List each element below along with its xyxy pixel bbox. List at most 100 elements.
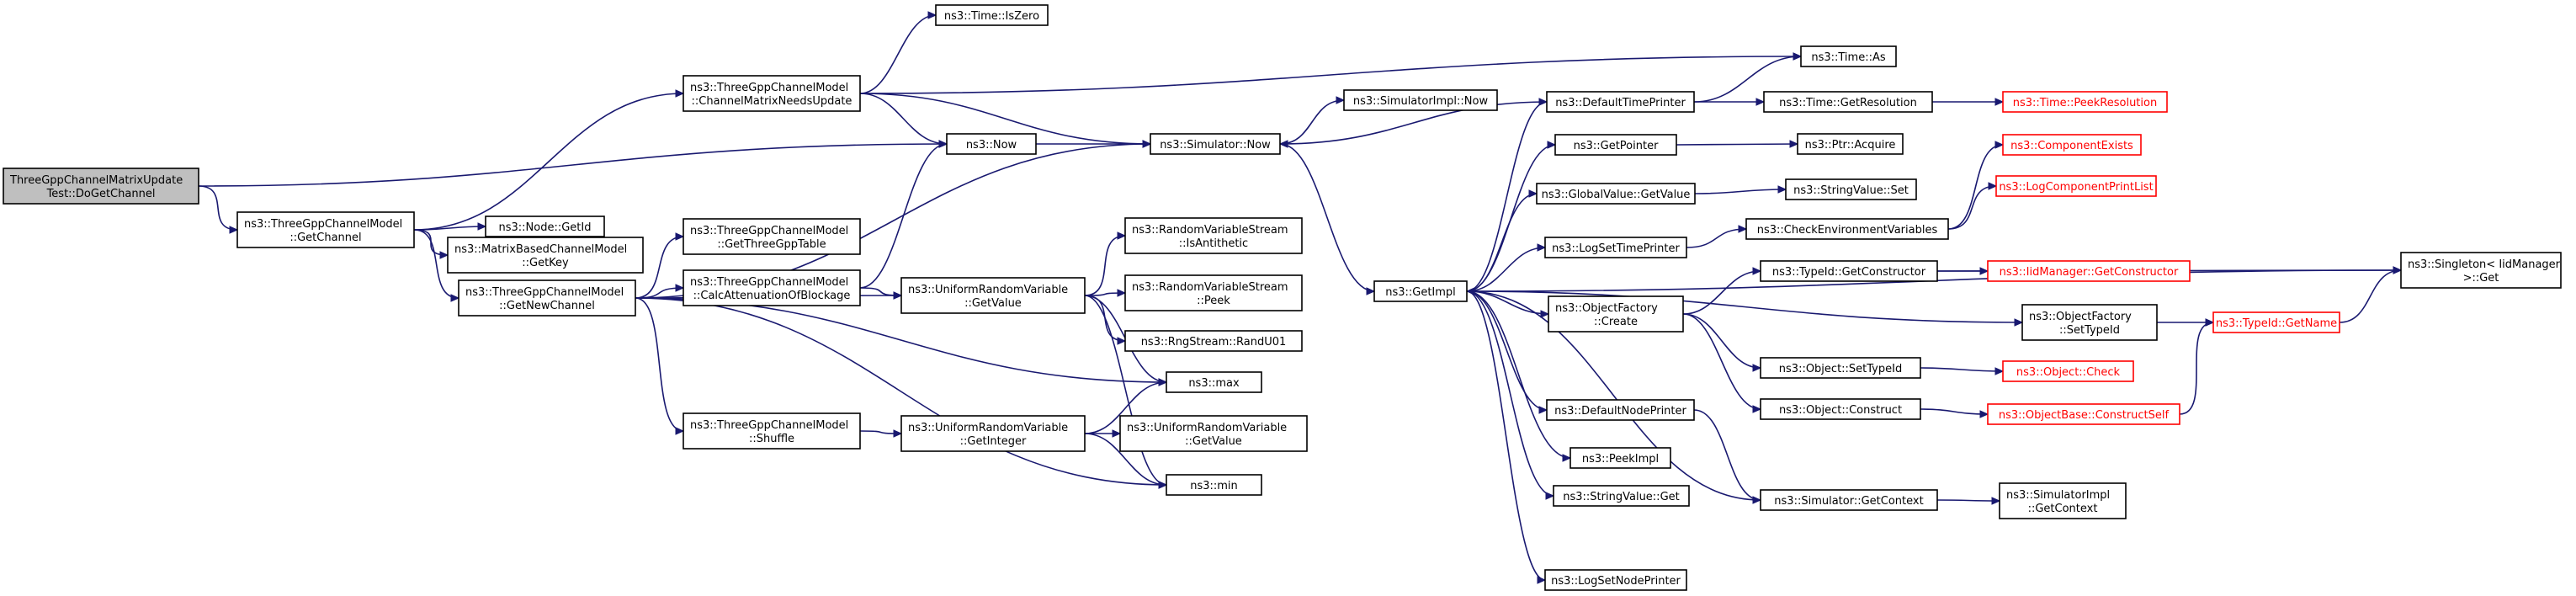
node-needsupdate[interactable]: ns3::ThreeGppChannelModel::ChannelMatrix… <box>683 75 861 112</box>
edge-simnow-to-getimpl <box>1279 143 1376 295</box>
node-label-logcomponentprintlist-0: ns3::LogComponentPrintList <box>1999 181 2153 194</box>
node-stringvalueget[interactable]: ns3::StringValue::Get <box>1553 485 1690 507</box>
node-objcheck[interactable]: ns3::Object::Check <box>2002 360 2134 382</box>
node-root[interactable]: ThreeGppChannelMatrixUpdateTest::DoGetCh… <box>3 168 199 205</box>
node-simimplnow[interactable]: ns3::SimulatorImpl::Now <box>1343 89 1498 111</box>
node-label-checkenv-0: ns3::CheckEnvironmentVariables <box>1757 224 1938 237</box>
node-peekresolution[interactable]: ns3::Time::PeekResolution <box>2002 91 2168 113</box>
node-getchannel[interactable]: ns3::ThreeGppChannelModel::GetChannel <box>236 211 415 248</box>
node-label-stringvalueget-0: ns3::StringValue::Get <box>1563 491 1679 503</box>
node-label-logsetnodeprinter-0: ns3::LogSetNodePrinter <box>1551 575 1681 588</box>
node-label-getnewchannel-0: ns3::ThreeGppChannelModel <box>465 286 624 299</box>
node-label-simimplgetcontext-1: ::GetContext <box>2028 503 2098 515</box>
node-typeidgetconstructor[interactable]: ns3::TypeId::GetConstructor <box>1760 260 1938 282</box>
node-simgetcontext[interactable]: ns3::Simulator::GetContext <box>1760 489 1938 511</box>
node-shuffle[interactable]: ns3::ThreeGppChannelModel::Shuffle <box>683 412 861 450</box>
node-label-iszero-0: ns3::Time::IsZero <box>944 10 1039 23</box>
node-label-peekimpl-0: ns3::PeekImpl <box>1582 453 1659 466</box>
node-label-shuffle-0: ns3::ThreeGppChannelModel <box>690 419 848 432</box>
node-label-simnow-0: ns3::Simulator::Now <box>1160 139 1271 152</box>
edge-getnewchannel-to-getthreegpptable <box>635 232 685 299</box>
node-peekimpl[interactable]: ns3::PeekImpl <box>1570 447 1671 469</box>
node-componentexists[interactable]: ns3::ComponentExists <box>2002 134 2142 156</box>
node-label-simimplnow-0: ns3::SimulatorImpl::Now <box>1353 95 1489 108</box>
edge-getresolution-to-peekresolution <box>1932 98 2005 106</box>
node-min[interactable]: ns3::min <box>1166 474 1262 496</box>
node-label-urvgetinteger-1: ::GetInteger <box>960 435 1027 448</box>
node-label-typeidgetconstructor-0: ns3::TypeId::GetConstructor <box>1772 266 1926 279</box>
edge-getnewchannel-to-shuffle <box>635 297 685 435</box>
node-simnow[interactable]: ns3::Simulator::Now <box>1150 133 1281 155</box>
edge-getimpl-to-defaultnodeprinter <box>1466 290 1548 414</box>
node-logsetnodeprinter[interactable]: ns3::LogSetNodePrinter <box>1544 569 1687 591</box>
edge-simgetcontext-to-simimplgetcontext <box>1936 497 2001 505</box>
node-label-now-0: ns3::Now <box>966 139 1017 152</box>
node-urvgetvalue[interactable]: ns3::UniformRandomVariable::GetValue <box>900 277 1086 314</box>
node-label-logsettimeprinter-0: ns3::LogSetTimePrinter <box>1552 242 1680 255</box>
edge-objfactorycreate-to-objsettypeid <box>1682 313 1762 372</box>
node-urvgetinteger[interactable]: ns3::UniformRandomVariable::GetInteger <box>900 415 1086 452</box>
node-getresolution[interactable]: ns3::Time::GetResolution <box>1763 91 1933 113</box>
node-label-needsupdate-1: ::ChannelMatrixNeedsUpdate <box>692 95 852 108</box>
node-objconstruct[interactable]: ns3::Object::Construct <box>1760 398 1921 420</box>
edge-getchannel-to-getkey <box>413 229 449 259</box>
edge-getimpl-to-settypeid <box>1466 290 2024 327</box>
node-label-constructself-0: ns3::ObjectBase::ConstructSelf <box>1999 409 2170 422</box>
node-label-objfactorycreate-1: ::Create <box>1594 316 1638 328</box>
node-objsettypeid[interactable]: ns3::Object::SetTypeId <box>1760 357 1921 379</box>
node-label-getnewchannel-1: ::GetNewChannel <box>499 300 595 312</box>
node-now[interactable]: ns3::Now <box>946 133 1037 155</box>
node-label-root-1: Test::DoGetChannel <box>46 188 156 200</box>
edge-urvgetinteger-to-min <box>1084 433 1168 489</box>
node-label-getkey-1: ::GetKey <box>522 257 569 269</box>
node-getthreegpptable[interactable]: ns3::ThreeGppChannelModel::GetThreeGppTa… <box>683 218 861 255</box>
node-label-timeas-0: ns3::Time::As <box>1811 51 1886 64</box>
node-getnewchannel[interactable]: ns3::ThreeGppChannelModel::GetNewChannel <box>458 279 636 317</box>
node-globalvalue[interactable]: ns3::GlobalValue::GetValue <box>1536 183 1696 205</box>
node-timeas[interactable]: ns3::Time::As <box>1800 45 1897 67</box>
node-typeidgetname[interactable]: ns3::TypeId::GetName <box>2212 311 2340 333</box>
node-defaultnodeprinter[interactable]: ns3::DefaultNodePrinter <box>1546 399 1695 421</box>
edge-urvgetvalue-to-peek <box>1084 289 1127 297</box>
node-getpointer[interactable]: ns3::GetPointer <box>1554 134 1677 156</box>
node-objfactorycreate[interactable]: ns3::ObjectFactory::Create <box>1548 295 1684 333</box>
node-singleton[interactable]: ns3::Singleton< IidManager >::Get <box>2400 252 2562 289</box>
node-getimpl[interactable]: ns3::GetImpl <box>1373 280 1468 302</box>
edge-objfactorycreate-to-typeidgetconstructor <box>1682 267 1762 315</box>
node-ptracquire[interactable]: ns3::Ptr::Acquire <box>1797 133 1904 155</box>
node-logsettimeprinter[interactable]: ns3::LogSetTimePrinter <box>1544 237 1687 258</box>
node-label-calcattenuation-0: ns3::ThreeGppChannelModel <box>690 276 848 289</box>
node-randu01[interactable]: ns3::RngStream::RandU01 <box>1124 330 1303 352</box>
node-simimplgetcontext[interactable]: ns3::SimulatorImpl::GetContext <box>1999 482 2127 519</box>
node-peek[interactable]: ns3::RandomVariableStream::Peek <box>1124 274 1303 311</box>
node-urvgetvalue2[interactable]: ns3::UniformRandomVariable::GetValue <box>1119 415 1308 452</box>
node-calcattenuation[interactable]: ns3::ThreeGppChannelModel::CalcAttenuati… <box>683 269 861 306</box>
node-label-getthreegpptable-1: ::GetThreeGppTable <box>717 238 826 251</box>
node-label-settypeid-0: ns3::ObjectFactory <box>2029 311 2132 323</box>
node-defaulttimeprinter[interactable]: ns3::DefaultTimePrinter <box>1546 91 1695 113</box>
node-iszero[interactable]: ns3::Time::IsZero <box>935 4 1049 26</box>
edge-shuffle-to-urvgetinteger <box>859 429 903 438</box>
node-logcomponentprintlist[interactable]: ns3::LogComponentPrintList <box>1995 175 2157 197</box>
node-label-typeidgetname-0: ns3::TypeId::GetName <box>2216 317 2337 330</box>
node-label-ptracquire-0: ns3::Ptr::Acquire <box>1805 139 1896 152</box>
node-label-getimpl-0: ns3::GetImpl <box>1385 286 1456 299</box>
node-getkey[interactable]: ns3::MatrixBasedChannelModel::GetKey <box>447 237 644 274</box>
node-label-simgetcontext-0: ns3::Simulator::GetContext <box>1774 495 1923 508</box>
node-label-urvgetinteger-0: ns3::UniformRandomVariable <box>908 422 1068 434</box>
node-iidgetconstructor[interactable]: ns3::IidManager::GetConstructor <box>1987 260 2191 282</box>
node-isantithetic[interactable]: ns3::RandomVariableStream::IsAntithetic <box>1124 217 1303 254</box>
node-label-peekresolution-0: ns3::Time::PeekResolution <box>2013 97 2157 109</box>
node-max[interactable]: ns3::max <box>1166 371 1262 393</box>
node-label-peek-0: ns3::RandomVariableStream <box>1132 281 1288 294</box>
node-label-root-0: ThreeGppChannelMatrixUpdate <box>9 174 183 187</box>
edge-urvgetinteger-to-max <box>1084 378 1168 434</box>
node-stringvalueset[interactable]: ns3::StringValue::Set <box>1785 178 1917 200</box>
node-settypeid[interactable]: ns3::ObjectFactory::SetTypeId <box>2021 304 2158 341</box>
node-nodegetid[interactable]: ns3::Node::GetId <box>485 216 605 237</box>
node-constructself[interactable]: ns3::ObjectBase::ConstructSelf <box>1987 403 2180 425</box>
node-checkenv[interactable]: ns3::CheckEnvironmentVariables <box>1745 218 1949 240</box>
node-label-urvgetvalue-1: ::GetValue <box>964 297 1022 310</box>
node-label-isantithetic-0: ns3::RandomVariableStream <box>1132 224 1288 237</box>
